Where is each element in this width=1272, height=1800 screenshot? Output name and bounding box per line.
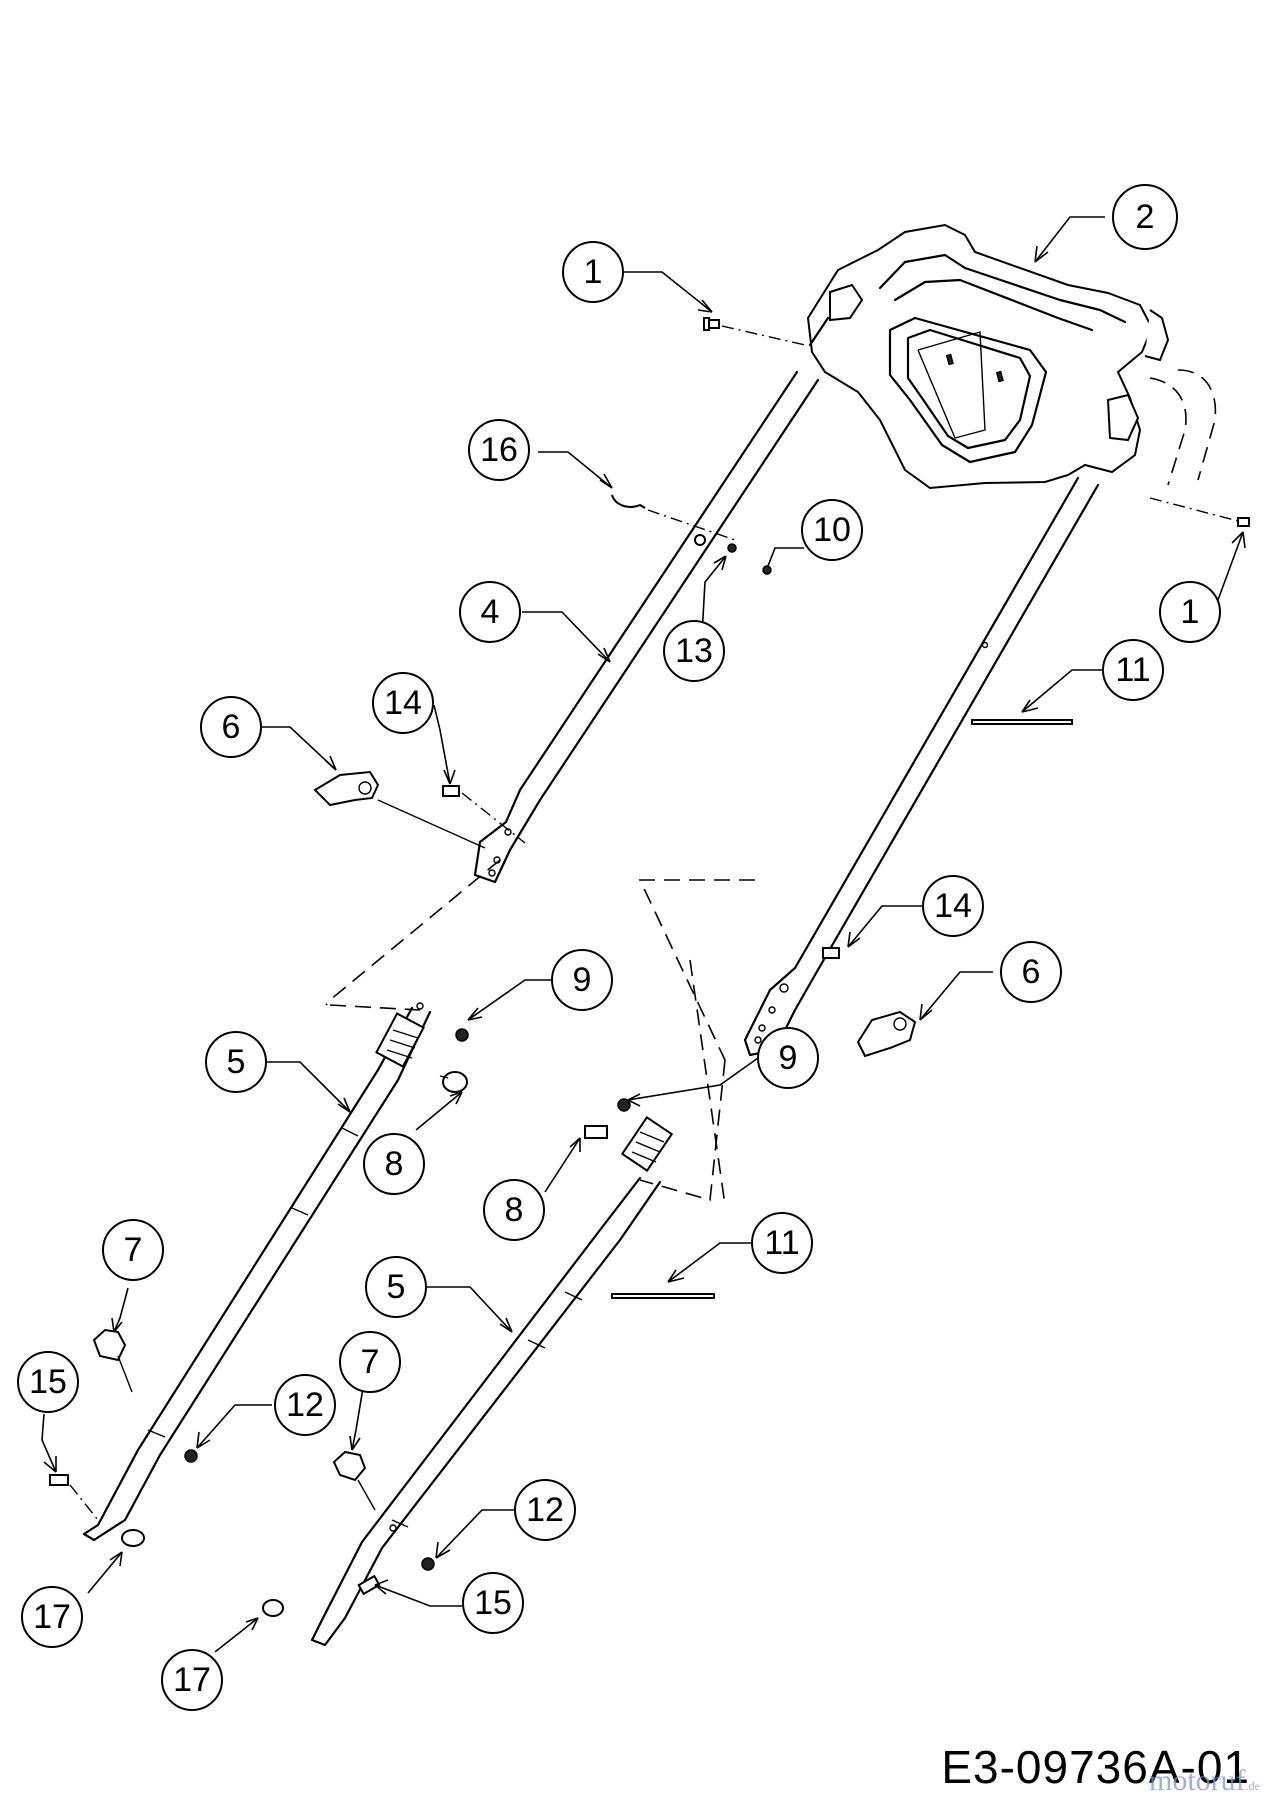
svg-text:6: 6: [1022, 953, 1041, 991]
svg-text:14: 14: [384, 684, 422, 722]
svg-text:4: 4: [481, 593, 500, 631]
washer-part-17b: [262, 1599, 284, 1617]
small-parts: [49, 317, 1250, 1617]
nut-part-9b: [617, 1098, 631, 1112]
callout-7b: 7: [339, 1331, 401, 1393]
cable-tie-part-11a: [971, 719, 1073, 725]
svg-text:15: 15: [474, 1584, 512, 1622]
callout-2: 2: [1112, 184, 1178, 250]
svg-text:8: 8: [385, 1145, 404, 1183]
svg-text:13: 13: [675, 632, 713, 670]
callout-13: 13: [663, 620, 725, 682]
svg-text:12: 12: [526, 1491, 564, 1529]
svg-text:14: 14: [934, 887, 972, 925]
nut-part-9a: [455, 1028, 469, 1042]
watermark-logo: motoruf.de: [1149, 1764, 1260, 1798]
bolt-part-14a: [442, 785, 460, 797]
upper-handle-part: [806, 223, 1243, 523]
callout-7a: 7: [102, 1219, 164, 1281]
svg-text:11: 11: [764, 1224, 799, 1262]
svg-text:7: 7: [124, 1231, 143, 1269]
nut-part-12a: [184, 1449, 198, 1463]
callout-11a: 11: [1102, 639, 1164, 701]
svg-text:5: 5: [227, 1043, 246, 1081]
callout-14b: 14: [922, 875, 984, 937]
knob-part-7a: [92, 1328, 127, 1362]
callout-9b: 9: [757, 1027, 819, 1089]
assembly-lines: [325, 859, 755, 1206]
lower-tube-left: [82, 1002, 432, 1542]
callout-10: 10: [801, 499, 863, 561]
svg-text:6: 6: [222, 708, 241, 746]
watermark-suffix: .de: [1245, 1779, 1260, 1793]
svg-text:16: 16: [480, 431, 518, 469]
callout-17a: 17: [21, 1586, 83, 1648]
middle-tube-right: [743, 476, 1100, 1057]
bolt-part-1a: [703, 317, 720, 331]
callout-9a: 9: [551, 949, 613, 1011]
callout-12a: 12: [274, 1374, 336, 1436]
callout-6a: 6: [200, 696, 262, 758]
callout-8b: 8: [483, 1179, 545, 1241]
svg-text:9: 9: [779, 1039, 798, 1077]
nut-part-12b: [421, 1557, 435, 1571]
svg-text:7: 7: [361, 1343, 380, 1381]
svg-text:9: 9: [573, 961, 592, 999]
callout-5a: 5: [205, 1031, 267, 1093]
callout-11b: 11: [751, 1212, 813, 1274]
bolt-part-8b: [584, 1125, 608, 1139]
callout-17b: 17: [161, 1649, 223, 1711]
callout-5b: 5: [365, 1256, 427, 1318]
svg-text:17: 17: [33, 1598, 71, 1636]
bolt-part-8a: [442, 1071, 468, 1093]
svg-text:8: 8: [505, 1191, 524, 1229]
callout-8a: 8: [363, 1133, 425, 1195]
document-code: E3-09736A-01: [941, 1741, 1250, 1793]
svg-text:1: 1: [1181, 593, 1200, 631]
bolt-part-15a: [49, 1474, 69, 1486]
svg-text:1: 1: [584, 253, 603, 291]
bolt-part-15b: [357, 1574, 381, 1596]
callout-15a: 15: [17, 1351, 79, 1413]
callout-15b: 15: [462, 1572, 524, 1634]
cable-tie-part-11b: [611, 1293, 715, 1299]
knob-part-6a: [313, 770, 380, 807]
svg-text:12: 12: [286, 1386, 324, 1424]
svg-text:11: 11: [1115, 651, 1150, 689]
svg-text:2: 2: [1136, 198, 1155, 236]
bolt-part-1b: [1237, 517, 1250, 527]
knob-part-6b: [856, 1010, 917, 1058]
knob-part-7b: [332, 1450, 367, 1482]
callout-4: 4: [459, 581, 521, 643]
svg-text:15: 15: [29, 1363, 67, 1401]
svg-text:17: 17: [173, 1661, 211, 1699]
callout-1b: 1: [1159, 581, 1221, 643]
watermark-text: motoruf: [1149, 1764, 1246, 1797]
callout-1a: 1: [562, 241, 624, 303]
callout-14a: 14: [372, 672, 434, 734]
svg-text:10: 10: [813, 511, 851, 549]
svg-text:5: 5: [387, 1268, 406, 1306]
washer-part-17a: [121, 1529, 145, 1547]
leader-lines: [41, 216, 1246, 1653]
nut-part-13: [727, 543, 737, 553]
clip-part-16: [611, 494, 646, 509]
callout-6b: 6: [1000, 941, 1062, 1003]
bolt-part-14b: [822, 947, 840, 959]
callout-12b: 12: [514, 1479, 576, 1541]
callout-16: 16: [468, 419, 530, 481]
nut-part-10: [762, 565, 772, 575]
